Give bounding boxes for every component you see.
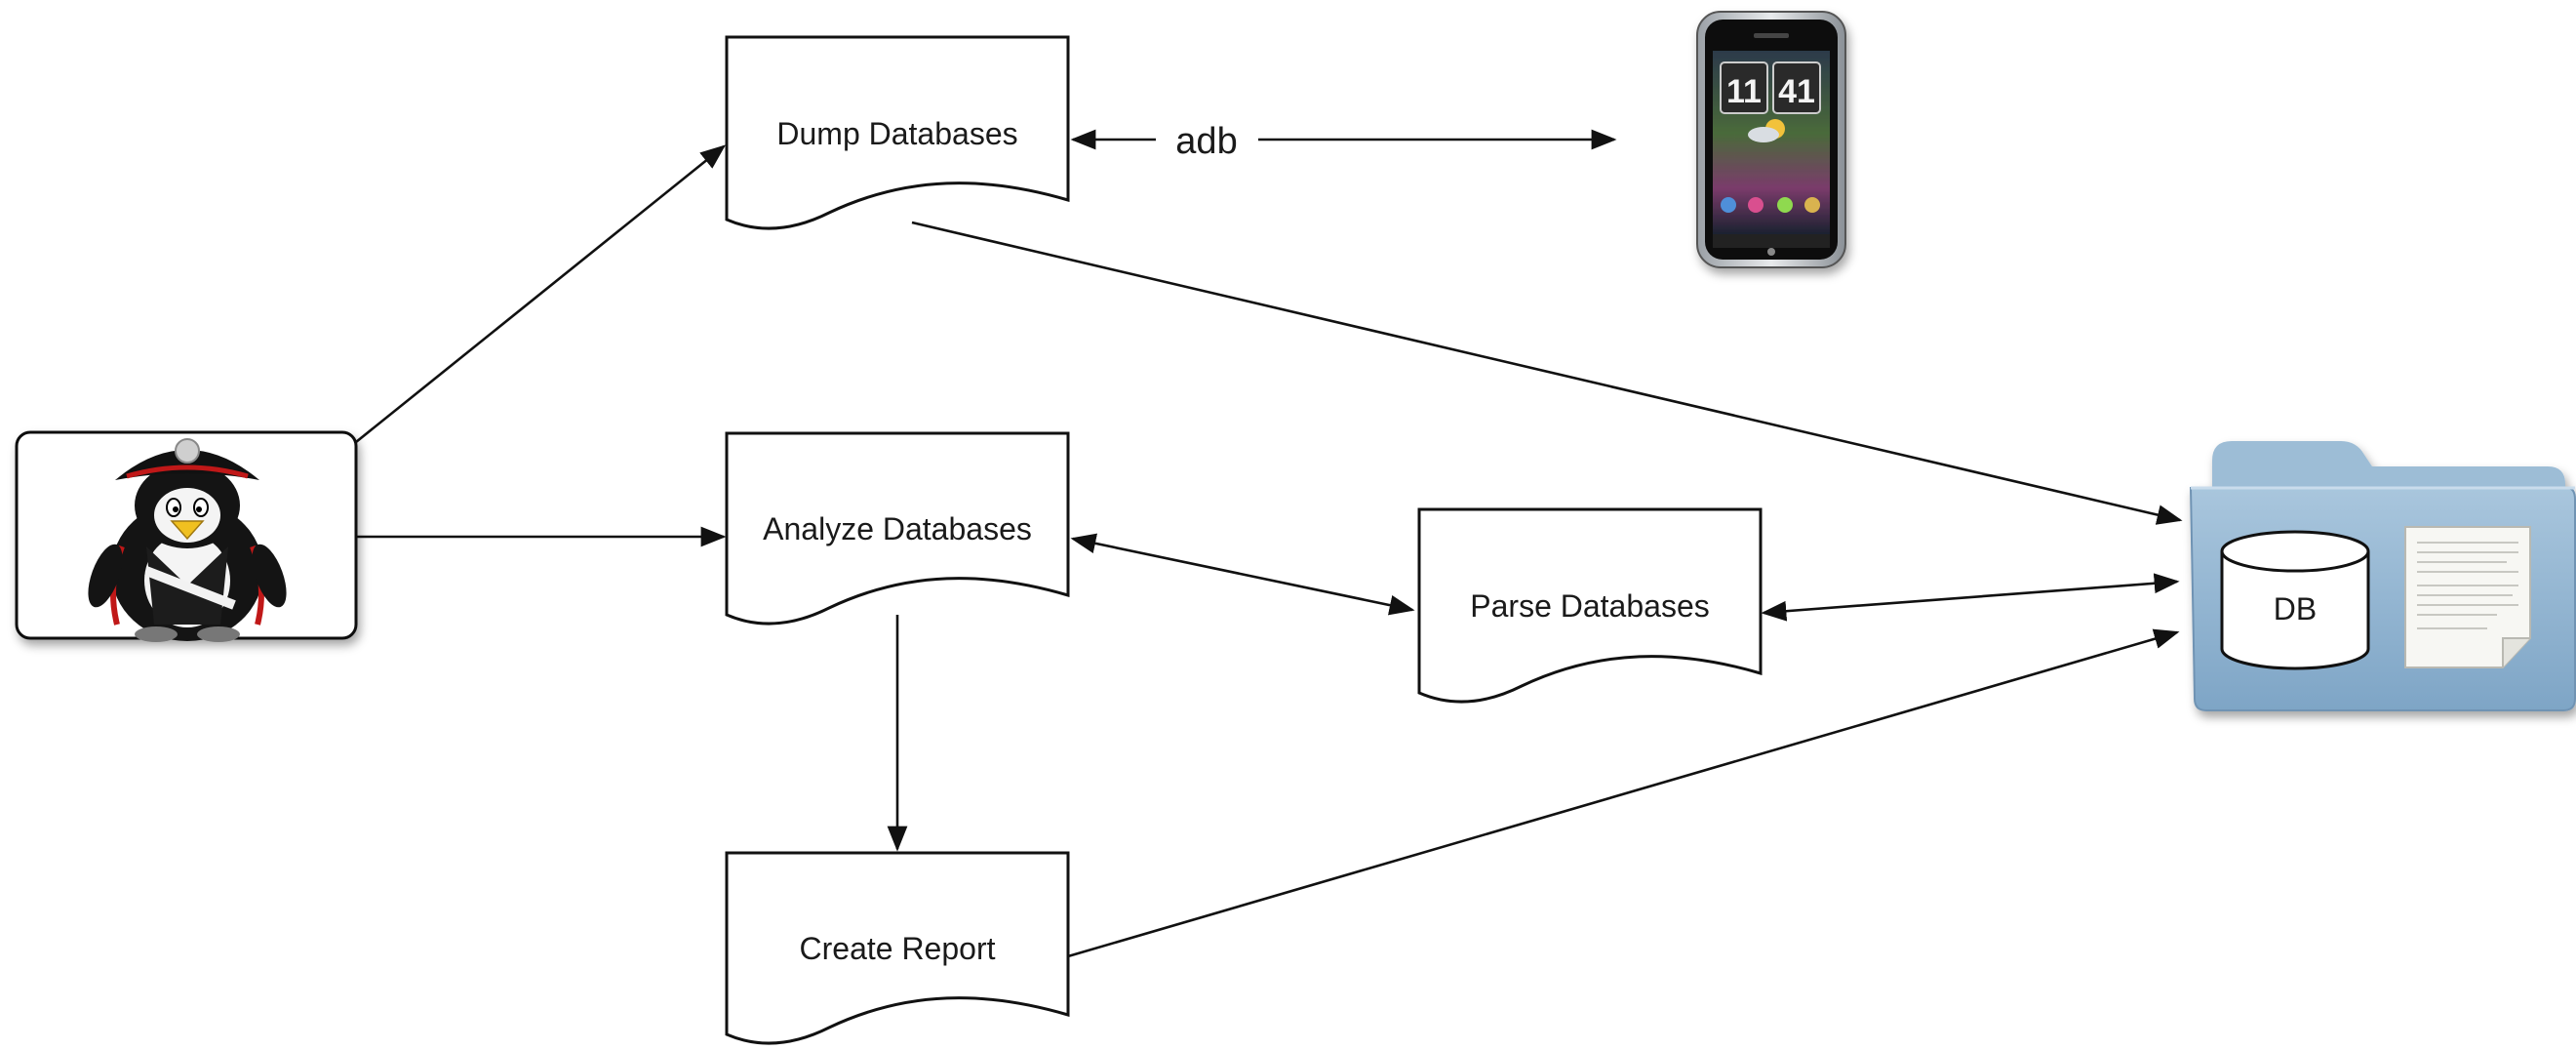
analyze-node-label: Analyze Databases [763, 511, 1032, 546]
edge-dump-to-db [911, 221, 2183, 525]
edge-agent-to-dump [355, 144, 727, 444]
report-node-label: Create Report [800, 931, 996, 966]
dump-node-shape [725, 35, 1070, 230]
report-node: Create Report [725, 851, 1070, 1045]
phone-clock-hours: 11 [1726, 73, 1762, 110]
dump-node: Dump Databases [725, 35, 1070, 230]
db-label: DB [2274, 591, 2317, 626]
parse-node: Parse Databases [1417, 507, 1763, 704]
parse-node-label: Parse Databases [1470, 588, 1709, 624]
dump-node-label: Dump Databases [776, 116, 1017, 151]
analyze-node: Analyze Databases [725, 431, 1070, 626]
smartphone-icon: 11 41 [1696, 11, 1846, 268]
phone-clock-minutes: 41 [1778, 73, 1815, 110]
edge-parse-db [1761, 573, 2180, 622]
edge-report-to-db [1067, 628, 2180, 958]
report-node-shape [725, 851, 1070, 1045]
database-cylinder-icon: DB [2220, 530, 2370, 670]
document-icon [2404, 526, 2531, 668]
edge-analyze-parse [1070, 533, 1415, 616]
analyze-node-shape [725, 431, 1070, 626]
penguin-officer-icon [88, 438, 287, 642]
edges: adb [355, 121, 2183, 958]
parse-node-shape [1417, 507, 1763, 704]
agent-node [15, 430, 358, 642]
adb-edge-label: adb [1175, 121, 1237, 162]
